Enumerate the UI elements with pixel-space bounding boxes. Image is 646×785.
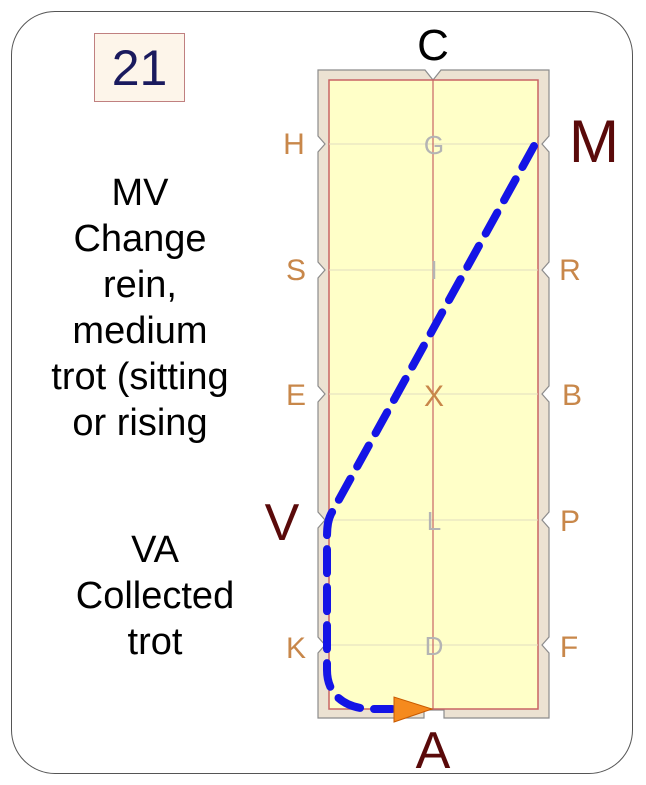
letter-i: I (430, 255, 437, 285)
letter-s: S (286, 254, 306, 287)
movement-line: or rising (72, 402, 208, 444)
movement-line: trot (sitting (51, 356, 229, 398)
arena-letters-right: M R B P F (559, 108, 619, 664)
letter-x: X (424, 380, 444, 413)
movement-line: rein, (103, 264, 177, 306)
letter-h: H (283, 128, 305, 161)
letter-a: A (416, 722, 451, 780)
direction-arrow-icon (393, 696, 434, 723)
letter-f: F (560, 631, 578, 664)
test-number-box: 21 (94, 33, 185, 102)
letter-l: L (427, 506, 441, 536)
letter-p: P (560, 505, 580, 538)
ride-path (323, 142, 538, 713)
arena-letters-left: H S E V K (265, 128, 306, 665)
movement-va-description: VA Collected trot (40, 527, 270, 665)
letter-c: C (417, 21, 449, 70)
letter-v: V (265, 494, 300, 552)
movement-mv-description: MV Change rein, medium trot (sitting or … (30, 170, 250, 446)
test-number: 21 (111, 39, 168, 96)
movement-line: Collected (75, 575, 235, 617)
movement-line: VA (131, 529, 179, 571)
letter-m: M (569, 108, 619, 175)
letter-g: G (424, 130, 444, 160)
letter-k: K (286, 632, 306, 665)
movement-line: medium (72, 310, 208, 352)
movement-line: Change (73, 218, 207, 260)
movement-line: trot (127, 621, 183, 663)
letter-d: D (425, 631, 444, 661)
letter-b: B (562, 379, 582, 412)
letter-e: E (286, 379, 306, 412)
movement-line: MV (111, 172, 169, 214)
arena-letters-center: G I X L D (424, 130, 444, 661)
letter-r: R (559, 254, 581, 287)
